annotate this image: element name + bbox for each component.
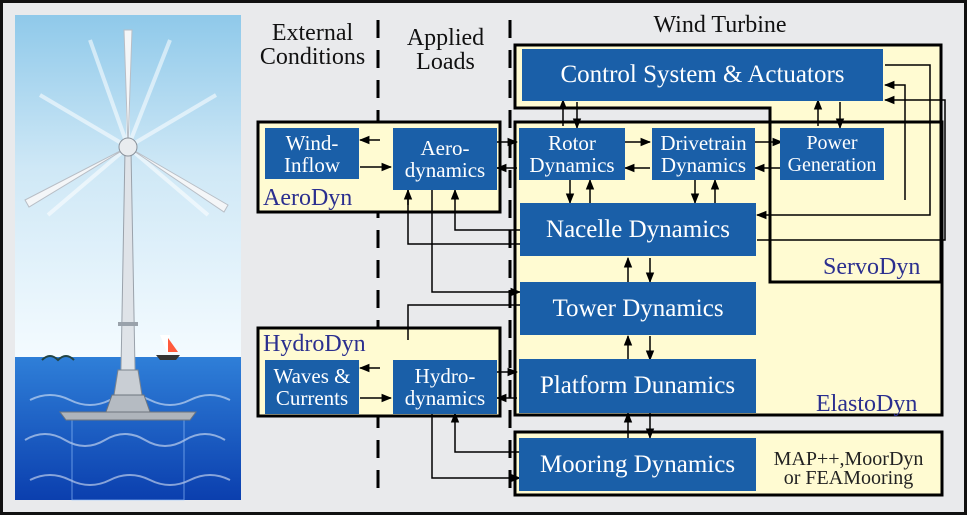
header-applied-text: Applied Loads — [406, 25, 485, 75]
wind-inflow-block: Wind- Inflow — [265, 128, 359, 179]
elastodyn-label: ElastoDyn — [816, 391, 918, 417]
nacelle-dynamics-block: Nacelle Dynamics — [520, 203, 756, 256]
power-generation-block: Power Generation — [780, 128, 884, 180]
rotor-dynamics-block: Rotor Dynamics — [519, 128, 625, 180]
header-wind-turbine: Wind Turbine — [600, 13, 840, 37]
hydrodynamics-block: Hydro- dynamics — [393, 360, 497, 414]
tower-dynamics-label: Tower Dynamics — [552, 294, 724, 322]
servodyn-label: ServoDyn — [823, 254, 921, 280]
header-external-text: External Conditions — [259, 20, 366, 70]
platform-dynamics-label: Platform Dunamics — [539, 372, 736, 399]
waves-currents-block: Waves & Currents — [265, 360, 359, 414]
drivetrain-dynamics-label: Drivetrain Dynamics — [660, 131, 747, 177]
mooring-modules-text: MAP++,MoorDyn or FEAMooring — [773, 448, 924, 489]
control-system-label: Control System & Actuators — [560, 61, 845, 88]
mooring-dynamics-block: Mooring Dynamics — [519, 438, 756, 491]
waves-currents-label: Waves & Currents — [273, 364, 351, 410]
aerodyn-label: AeroDyn — [263, 185, 353, 211]
hydrodynamics-label: Hydro- dynamics — [404, 364, 486, 410]
header-turbine-text: Wind Turbine — [653, 12, 787, 38]
power-generation-label: Power Generation — [787, 132, 877, 176]
header-external-conditions: External Conditions — [250, 21, 375, 69]
drivetrain-dynamics-block: Drivetrain Dynamics — [652, 128, 755, 180]
mooring-dynamics-label: Mooring Dynamics — [539, 450, 736, 478]
header-applied-loads: Applied Loads — [383, 26, 508, 74]
control-system-block: Control System & Actuators — [522, 49, 883, 101]
turbine-illustration — [15, 15, 241, 501]
aerodynamics-label: Aero- dynamics — [404, 136, 486, 182]
aerodynamics-block: Aero- dynamics — [393, 128, 497, 190]
rotor-dynamics-label: Rotor Dynamics — [529, 131, 615, 177]
platform-dynamics-block: Platform Dunamics — [519, 359, 756, 413]
nacelle-dynamics-label: Nacelle Dynamics — [546, 215, 730, 243]
tower-dynamics-block: Tower Dynamics — [520, 282, 756, 335]
hydrodyn-label: HydroDyn — [263, 331, 366, 357]
wind-inflow-label: Wind- Inflow — [284, 130, 340, 177]
mooring-modules-label: MAP++,MoorDyn or FEAMooring — [757, 448, 940, 489]
connection-arrows — [358, 64, 946, 483]
